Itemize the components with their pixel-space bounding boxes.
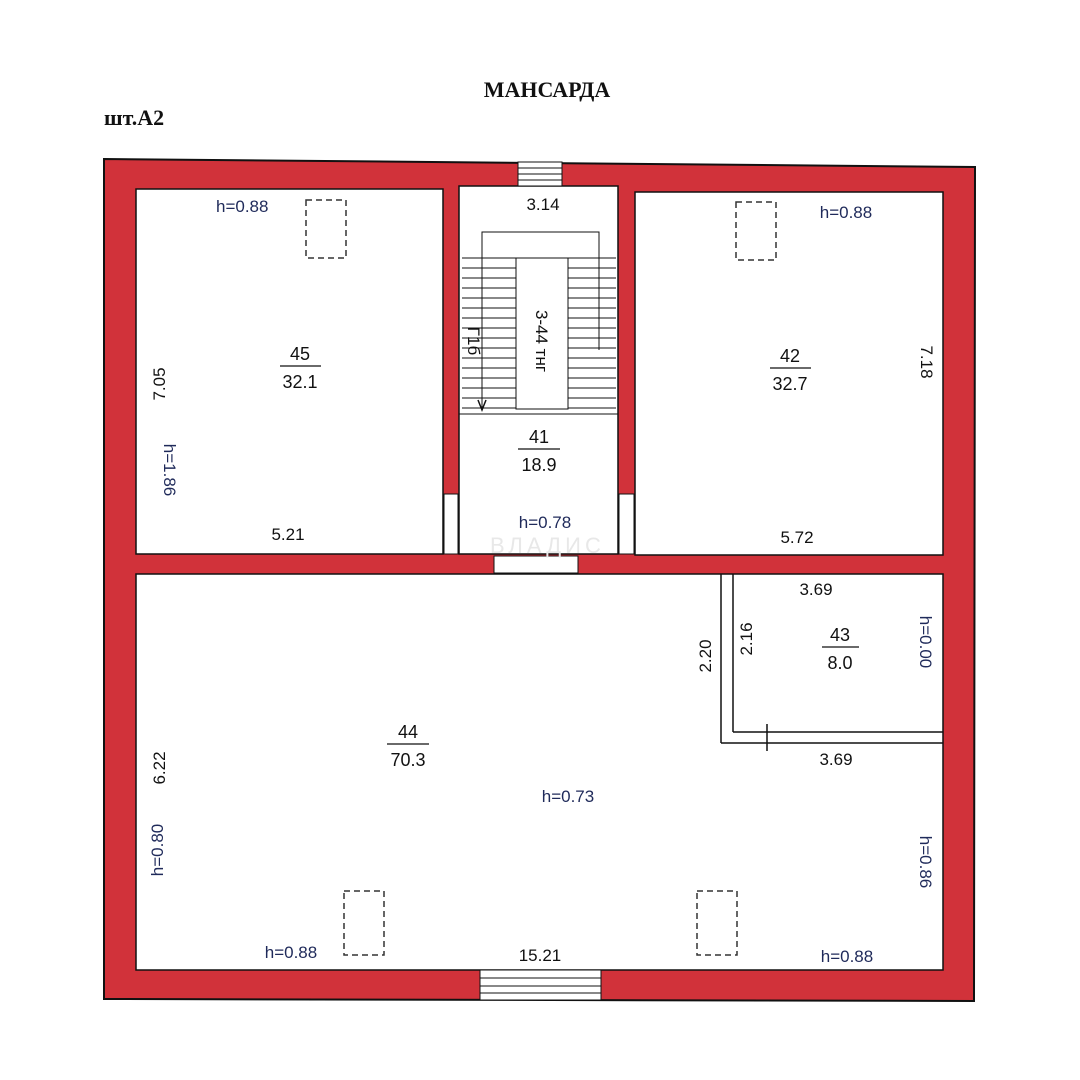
room-44-floor — [135, 573, 944, 971]
watermark: ВЛАДИС — [490, 533, 605, 558]
room-43-number: 43 — [830, 625, 850, 645]
room-43-side-height: h=0.00 — [916, 616, 935, 668]
room-45-height: h=0.88 — [216, 197, 268, 216]
room-43-area: 8.0 — [827, 653, 852, 673]
room-43-bottom-dim: 3.69 — [819, 750, 852, 769]
room-44-number: 44 — [398, 722, 418, 742]
room-45-number: 45 — [290, 344, 310, 364]
room-44-left-height: h=0.80 — [148, 824, 167, 876]
room-44-area: 70.3 — [390, 750, 425, 770]
room-42-floor — [634, 191, 944, 556]
doorway-41-45 — [443, 493, 459, 555]
room-41-number: 41 — [529, 427, 549, 447]
room-42-width-dim: 5.72 — [780, 528, 813, 547]
doorway-41-44 — [493, 555, 579, 574]
room-45-depth-dim: 7.05 — [150, 367, 169, 400]
room-44-depth-dim: 6.22 — [150, 751, 169, 784]
room-44-center-height: h=0.73 — [542, 787, 594, 806]
plan-title: МАНСАРДА — [484, 77, 611, 102]
doorway-41-42 — [618, 493, 635, 555]
sheet-label: шт.А2 — [104, 105, 164, 130]
staircase — [459, 231, 618, 415]
room-45-floor — [135, 188, 444, 555]
room-43-partition — [720, 574, 943, 751]
room-42-area: 32.7 — [772, 374, 807, 394]
roof-windows — [305, 199, 777, 956]
room-41-top-dim: 3.14 — [526, 195, 559, 214]
stair-direction-arrow — [477, 399, 487, 413]
stair-arrow-label: Г1б — [464, 327, 483, 356]
room-45-width-dim: 5.21 — [271, 525, 304, 544]
room-45-area: 32.1 — [282, 372, 317, 392]
room-44-right-height: h=0.86 — [916, 836, 935, 888]
room-43-top-dim: 3.69 — [799, 580, 832, 599]
room-41-area: 18.9 — [521, 455, 556, 475]
room-44-bottom-left-height: h=0.88 — [265, 943, 317, 962]
room-41-height: h=0.78 — [519, 513, 571, 532]
room-43-left-dim-outer: 2.20 — [696, 639, 715, 672]
room-43-left-dim-inner: 2.16 — [737, 622, 756, 655]
room-42-number: 42 — [780, 346, 800, 366]
room-42-height: h=0.88 — [820, 203, 872, 222]
stair-label: 3-44 тнг — [532, 310, 551, 372]
room-44-bottom-right-height: h=0.88 — [821, 947, 873, 966]
room-42-depth-dim: 7.18 — [917, 345, 936, 378]
room-45-side-height: h=1.86 — [160, 444, 179, 496]
window-top — [517, 161, 563, 187]
room-44-width-dim: 15.21 — [519, 946, 562, 965]
window-bottom — [479, 969, 602, 1001]
